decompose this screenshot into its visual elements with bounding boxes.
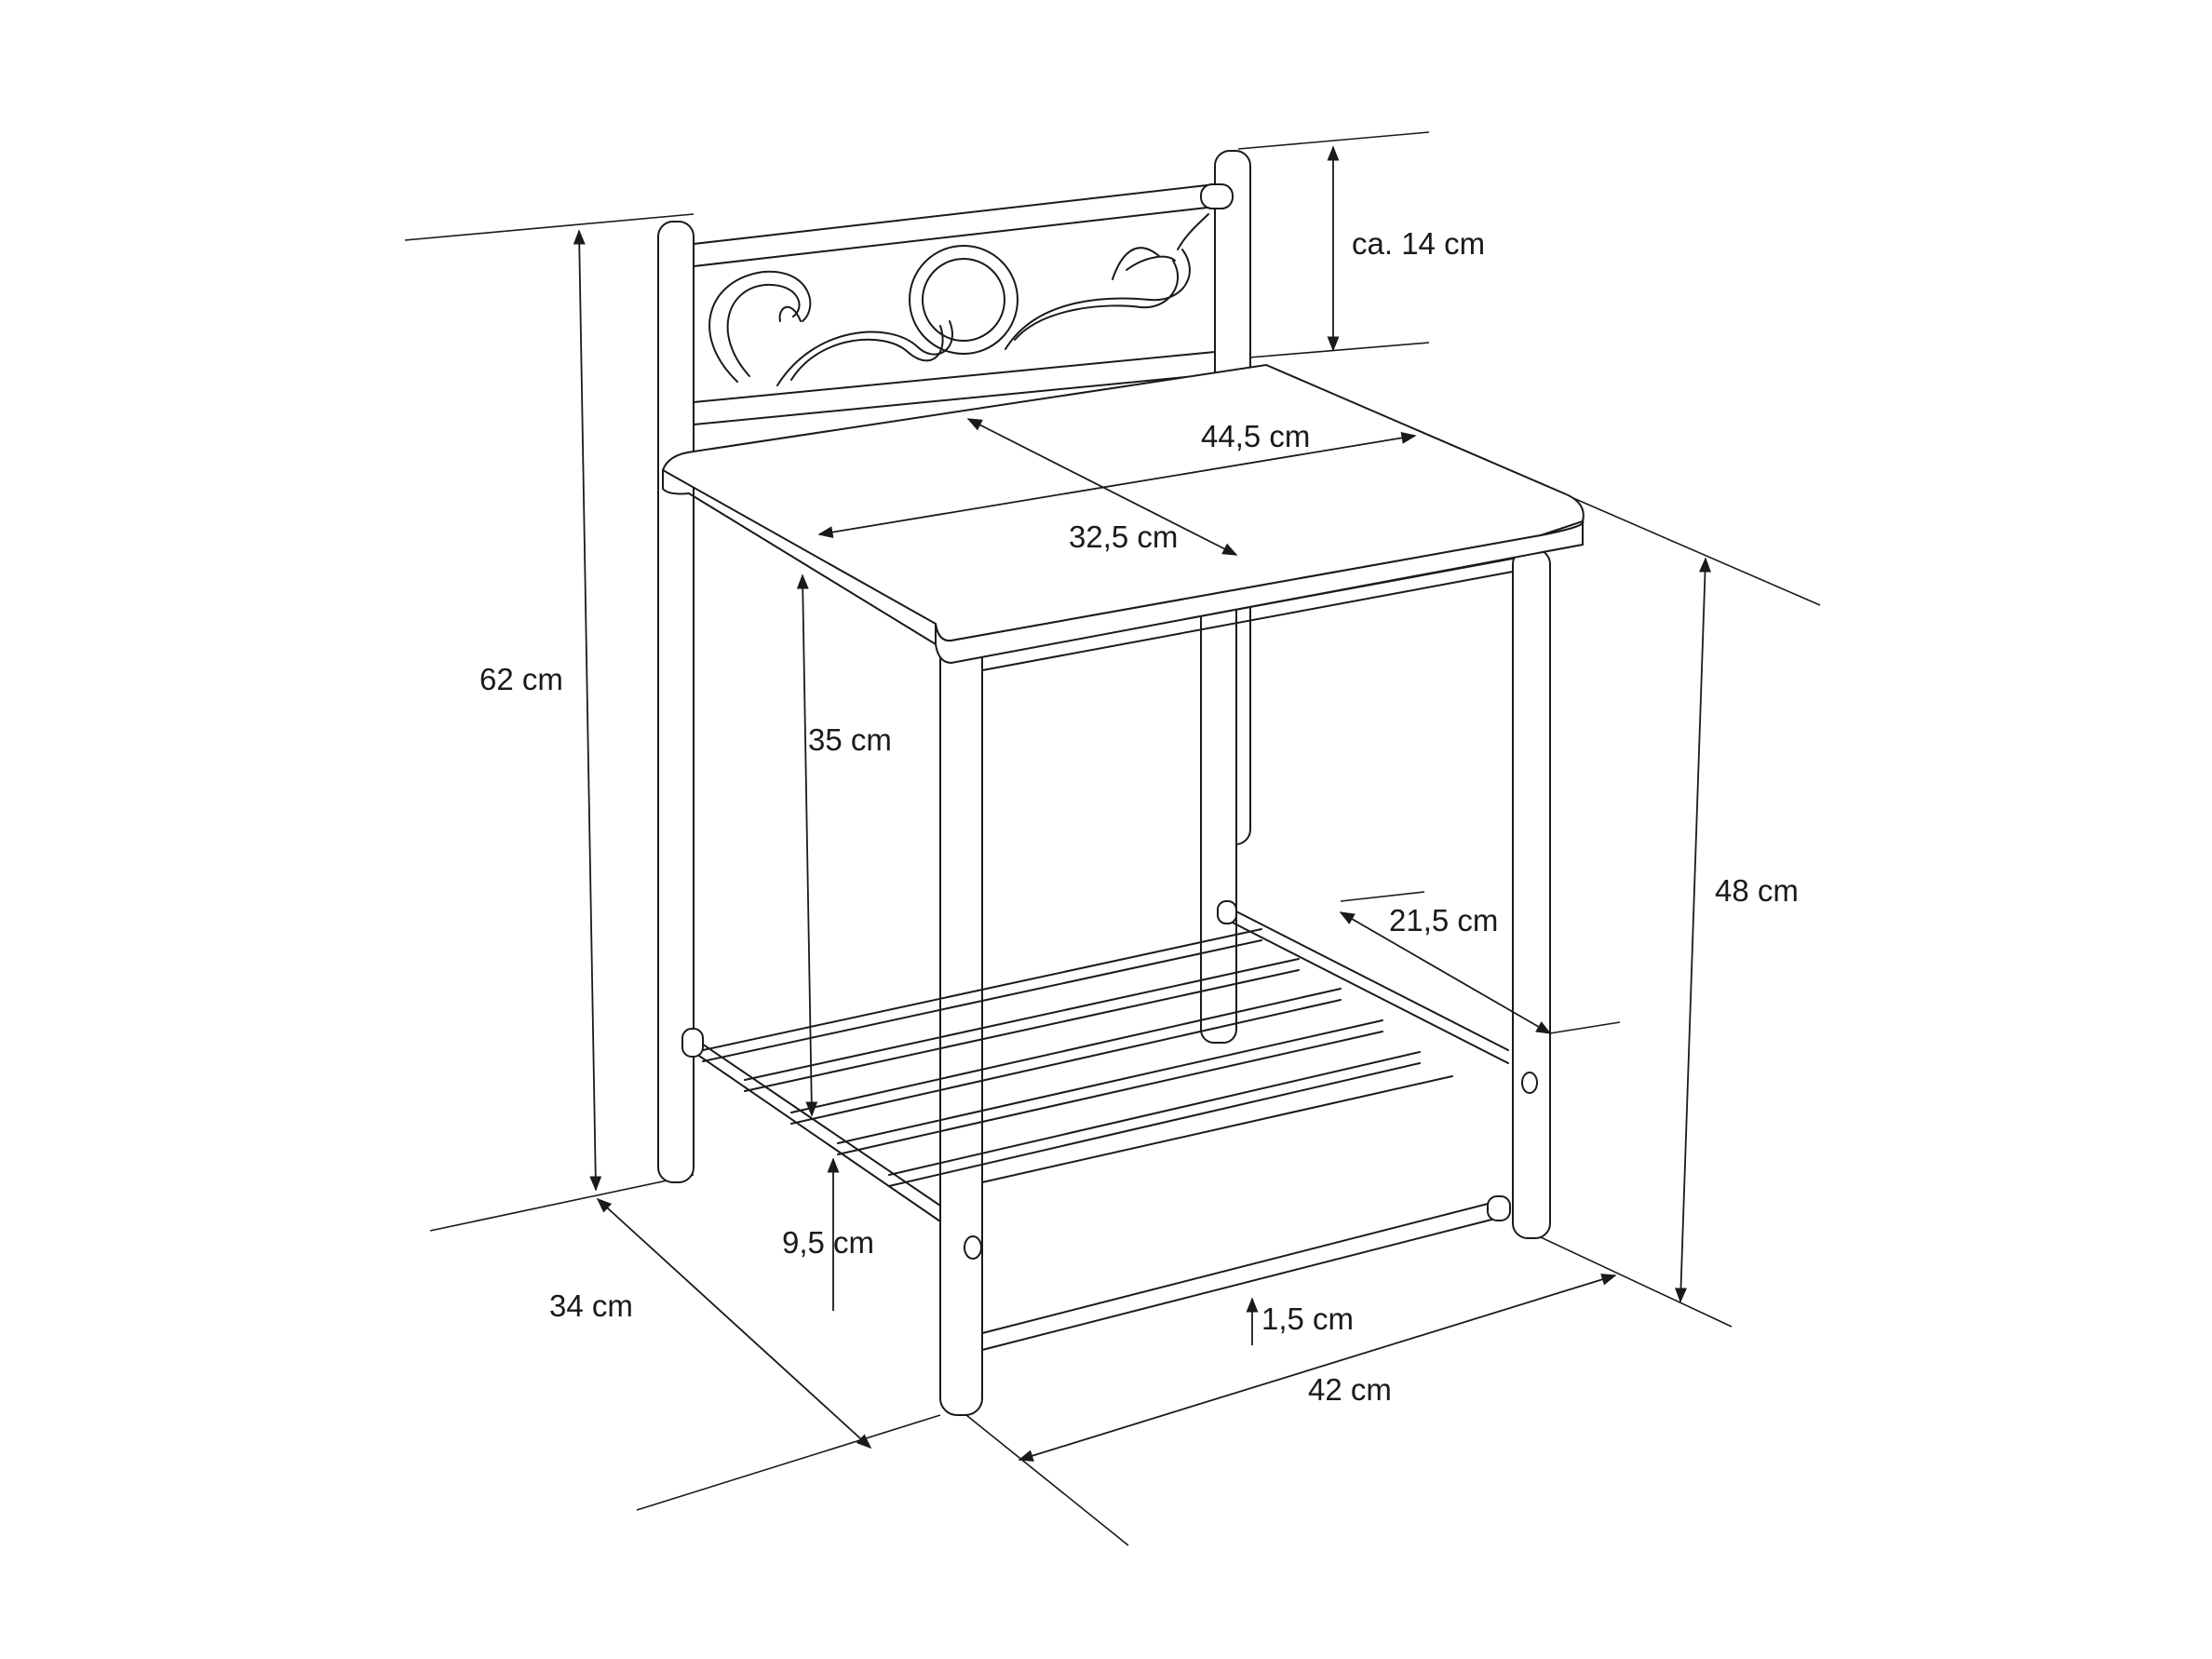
label-headboard-height: ca. 14 cm xyxy=(1352,226,1486,261)
front-right-leg xyxy=(1512,548,1551,1239)
arrow-total-height xyxy=(573,229,602,1192)
label-width: 42 cm xyxy=(1308,1372,1392,1407)
arrow-top-width xyxy=(817,431,1417,539)
label-inner-height: 35 cm xyxy=(808,722,892,757)
label-total-height: 62 cm xyxy=(479,662,563,696)
extension-lines xyxy=(404,131,1821,1546)
label-depth: 34 cm xyxy=(549,1288,633,1323)
label-top-width: 44,5 cm xyxy=(1201,419,1311,453)
table-top xyxy=(661,363,1585,665)
label-shelf-height: 9,5 cm xyxy=(782,1225,875,1260)
arrow-shelf-depth xyxy=(1339,911,1552,1034)
dimension-arrows xyxy=(573,145,1711,1462)
arrow-depth xyxy=(596,1197,872,1450)
arrow-inner-height xyxy=(796,573,818,1117)
label-foot: 1,5 cm xyxy=(1261,1302,1355,1336)
arrow-width xyxy=(1018,1274,1617,1462)
lower-shelf xyxy=(681,900,1511,1351)
label-top-depth: 32,5 cm xyxy=(1069,519,1179,554)
label-side-height: 48 cm xyxy=(1715,873,1799,908)
label-shelf-depth: 21,5 cm xyxy=(1389,903,1499,937)
arrow-side-height xyxy=(1675,557,1711,1303)
